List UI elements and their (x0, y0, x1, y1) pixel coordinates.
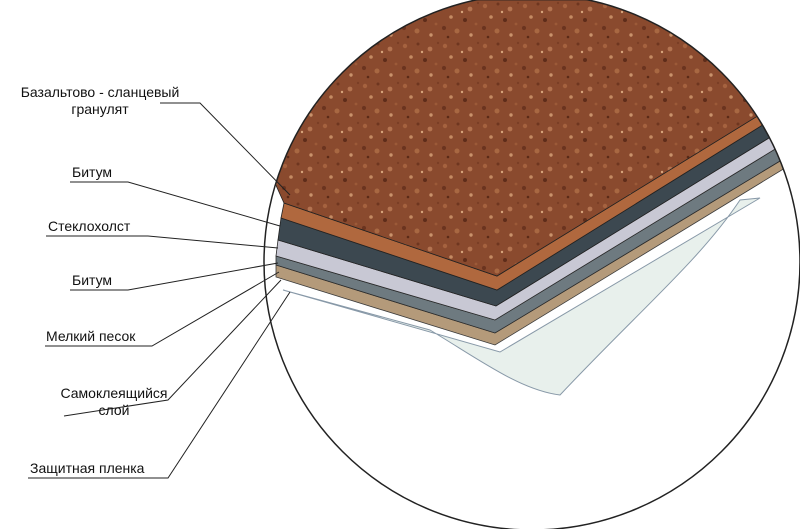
leader-line-fiberglass (46, 235, 279, 249)
label-adhesive-line2: слой (98, 402, 130, 418)
leader-line-bitumen-top (70, 181, 281, 227)
label-adhesive: Самоклеящийся слой (58, 385, 170, 419)
label-bitumen-bottom: Битум (72, 272, 113, 288)
leader-line-bitumen-bottom (70, 262, 279, 291)
label-fiberglass: Стеклохолст (48, 218, 131, 234)
granulate-surface (264, 0, 800, 277)
label-adhesive-line1: Самоклеящийся (60, 385, 168, 401)
label-granulate: Базальтово - сланцевый гранулят (4, 84, 196, 118)
label-fine-sand: Мелкий песок (46, 328, 136, 344)
leader-line-adhesive (63, 279, 282, 417)
leader-line-protective-film (28, 291, 291, 479)
protective-film-layer (282, 197, 761, 396)
label-granulate-line2: гранулят (71, 101, 129, 117)
label-bitumen-top: Битум (72, 164, 113, 180)
magnifier-circle-outline (263, 0, 800, 529)
label-protective-film: Защитная пленка (30, 460, 145, 476)
label-granulate-line1: Базальтово - сланцевый (20, 84, 180, 100)
leader-line-granulate (160, 102, 291, 196)
leader-line-fine-sand (45, 271, 280, 347)
